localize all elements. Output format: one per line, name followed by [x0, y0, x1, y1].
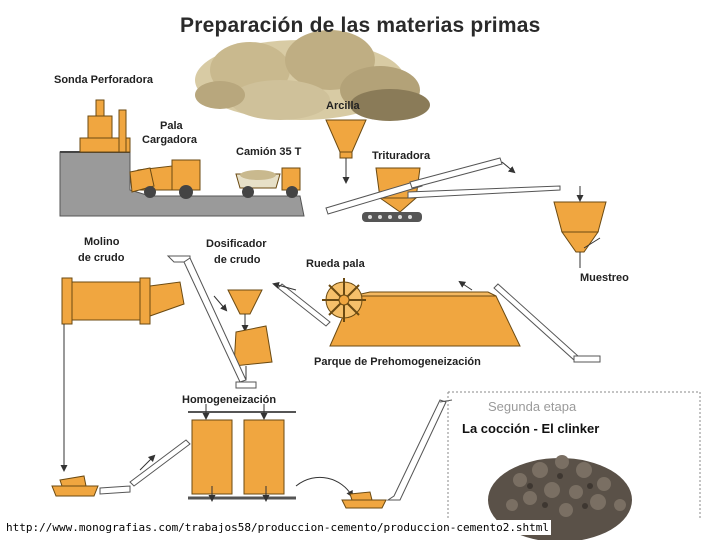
- label-dosing-2: de crudo: [214, 254, 261, 266]
- label-crusher: Trituradora: [372, 150, 431, 162]
- label-clinker-cooking: La cocción - El clinker: [462, 421, 600, 436]
- label-drill-rig: Sonda Perforadora: [54, 74, 154, 86]
- label-dosing-1: Dosificador: [206, 238, 267, 250]
- label-homogenization: Homogeneización: [182, 394, 277, 406]
- raw-mill-conveyor: [166, 255, 257, 389]
- dump-truck: [235, 167, 301, 198]
- second-stage-panel: [447, 391, 701, 520]
- conveyor-park-to-dosing: [272, 281, 331, 327]
- clay-hopper: [325, 119, 367, 184]
- raw-mill: [60, 277, 185, 472]
- label-sampling: Muestreo: [580, 272, 629, 284]
- homogenization-silos: [188, 404, 296, 502]
- label-second-stage: Segunda etapa: [488, 399, 577, 414]
- page-title: Preparación de las materias primas: [180, 14, 541, 37]
- label-raw-mill-1: Molino: [84, 236, 120, 248]
- rock-pile-illustration: [195, 30, 430, 121]
- bucket-wheel: [322, 278, 366, 322]
- kiln-feed-pump: [295, 399, 453, 509]
- prehomogenization-park: [329, 291, 521, 347]
- label-loader-2: Cargadora: [142, 134, 198, 146]
- label-raw-mill-2: de crudo: [78, 252, 125, 264]
- drill-rig: [79, 99, 131, 153]
- label-bucket-wheel: Rueda pala: [306, 258, 365, 270]
- conveyor-to-park: [458, 280, 601, 363]
- label-clay: Arcilla: [326, 100, 360, 112]
- conveyor-belts: [325, 157, 561, 215]
- source-url: http://www.monografias.com/trabajos58/pr…: [4, 520, 552, 535]
- clinker-pile-illustration: [488, 455, 632, 540]
- raw-meal-pump: [51, 439, 191, 497]
- label-loader-1: Pala: [160, 120, 183, 132]
- raw-dosing-hopper: [227, 289, 273, 380]
- sampling-silo: [553, 186, 607, 268]
- label-prehomogenization: Parque de Prehomogeneización: [314, 356, 481, 368]
- wheel-loader: [129, 159, 201, 199]
- label-truck: Camión 35 T: [236, 146, 302, 158]
